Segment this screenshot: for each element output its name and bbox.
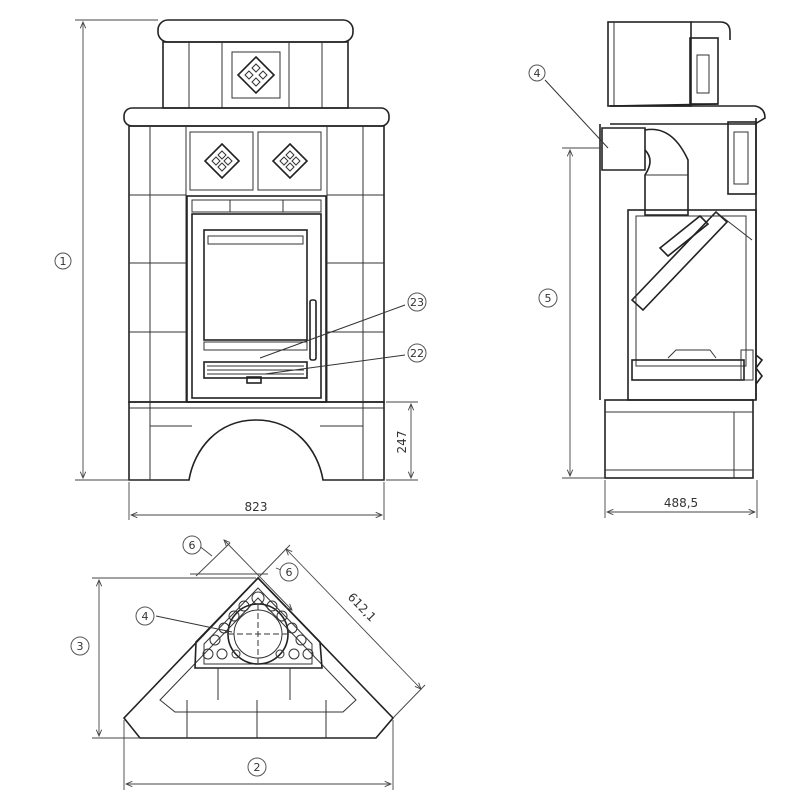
callout-6-left: 6 bbox=[182, 535, 202, 555]
air-slider bbox=[203, 361, 308, 379]
top-ornament-tile bbox=[231, 51, 281, 99]
firebox-door bbox=[191, 213, 322, 399]
side-dimensions: 488,5 bbox=[562, 147, 758, 518]
plan-outline bbox=[122, 576, 395, 739]
callout-23-label: 23 bbox=[410, 296, 424, 309]
grate bbox=[631, 359, 745, 381]
front-width-label: 823 bbox=[245, 500, 268, 514]
callout-3: 3 bbox=[70, 636, 90, 656]
callout-1: 1 bbox=[54, 252, 72, 270]
slider-knob bbox=[246, 376, 262, 384]
callout-4-side: 4 bbox=[528, 64, 546, 82]
top-heat-box bbox=[607, 21, 692, 107]
top-air-grille bbox=[191, 199, 322, 213]
stove-body bbox=[128, 125, 385, 403]
callout-2-label: 2 bbox=[254, 761, 261, 774]
callout-4-plan: 4 bbox=[135, 606, 155, 626]
arched-base bbox=[128, 401, 385, 481]
callout-6-right-label: 6 bbox=[286, 566, 293, 579]
door-handle bbox=[309, 299, 317, 361]
callout-6-right: 6 bbox=[279, 562, 299, 582]
upper-chamber bbox=[689, 37, 719, 105]
plan-diagonal-label: 612,1 bbox=[345, 590, 379, 624]
ornament-tile-left bbox=[189, 131, 254, 191]
diamond-ornament-icon bbox=[236, 55, 276, 95]
callout-23: 23 bbox=[407, 292, 427, 312]
side-view bbox=[544, 21, 766, 479]
callout-6-left-label: 6 bbox=[189, 539, 196, 552]
callout-4-side-label: 4 bbox=[534, 67, 541, 80]
ornament-tile-right bbox=[257, 131, 322, 191]
middle-ledge bbox=[123, 107, 390, 127]
base-height-label: 247 bbox=[395, 431, 409, 454]
baffle-plate bbox=[630, 210, 729, 312]
flue-outlet bbox=[601, 127, 646, 171]
front-dimensions: 823 247 bbox=[75, 19, 418, 520]
callout-1-label: 1 bbox=[60, 255, 67, 268]
top-cap bbox=[157, 19, 354, 43]
side-base bbox=[604, 399, 754, 479]
front-view bbox=[123, 19, 406, 481]
diamond-ornament-icon bbox=[271, 142, 309, 180]
callout-22-label: 22 bbox=[410, 347, 424, 360]
diamond-ornament-icon bbox=[203, 142, 241, 180]
door-glass bbox=[203, 229, 308, 341]
callout-22: 22 bbox=[407, 343, 427, 363]
callout-5: 5 bbox=[538, 288, 558, 308]
callout-4-plan-label: 4 bbox=[142, 610, 149, 623]
callout-5-label: 5 bbox=[545, 292, 552, 305]
callout-2: 2 bbox=[247, 757, 267, 777]
side-depth-label: 488,5 bbox=[664, 496, 698, 510]
plan-dimensions: 612,1 bbox=[92, 540, 426, 790]
callout-3-label: 3 bbox=[77, 640, 84, 653]
firebox-frame bbox=[186, 195, 327, 403]
